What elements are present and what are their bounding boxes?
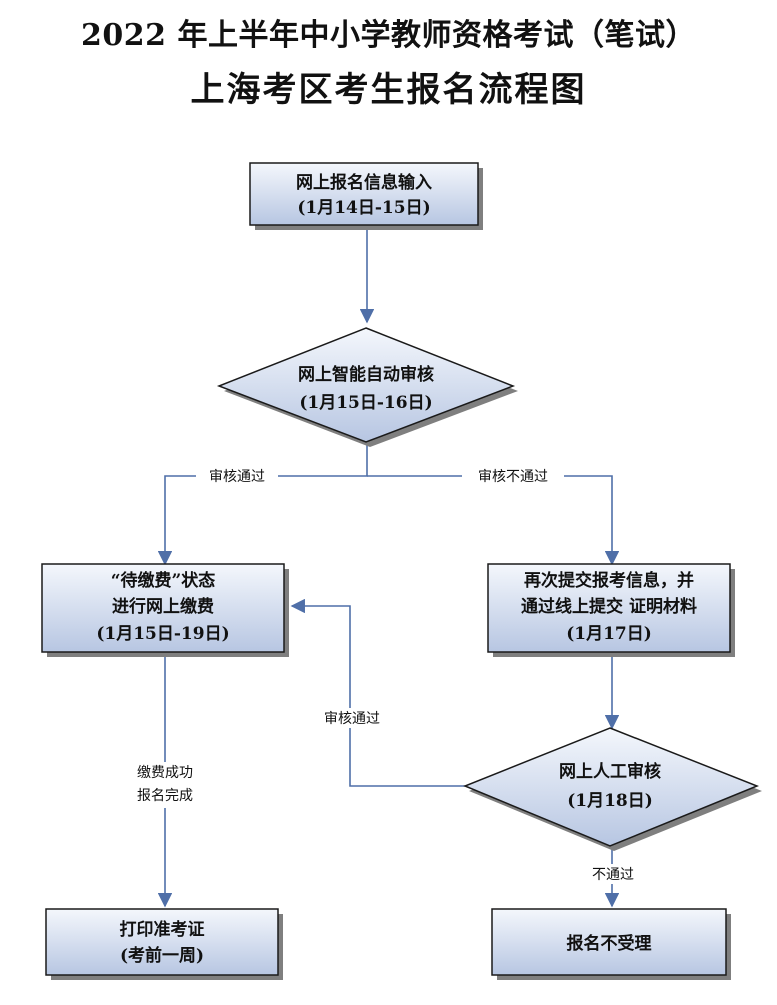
edge-label-auto-fail: 审核不通过 — [478, 469, 548, 485]
edge-label-manual-pass: 审核通过 — [324, 711, 380, 727]
edge-auto-review-split — [157, 442, 368, 566]
node-manual-review-title: 网上人工审核 — [559, 761, 661, 782]
node-print-admission-title: 打印准考证 — [120, 919, 205, 940]
node-pending-payment-status: “待缴费”状态 — [111, 570, 216, 591]
node-resubmit-line-1: 再次提交报考信息，并 — [524, 570, 694, 591]
node-resubmit-date: (1月17日) — [566, 624, 652, 644]
node-online-input-title: 网上报名信息输入 — [296, 172, 432, 193]
node-resubmit-line-2: 通过线上提交 证明材料 — [521, 596, 697, 617]
node-rejected: 报名不受理 — [491, 908, 731, 980]
node-online-input: 网上报名信息输入 (1月14日-15日) — [249, 162, 483, 230]
diagram-title-line-1: 2022 年上半年中小学教师资格考试（笔试） — [81, 18, 696, 53]
node-manual-review-date: (1月18日) — [567, 791, 653, 811]
node-pending-payment: “待缴费”状态 进行网上缴费 (1月15日-19日) — [41, 563, 289, 657]
node-auto-review-title: 网上智能自动审核 — [298, 364, 434, 385]
node-pending-payment-action: 进行网上缴费 — [112, 596, 214, 617]
node-online-input-date: (1月14日-15日) — [297, 198, 430, 218]
edge-label-auto-pass: 审核通过 — [209, 469, 265, 485]
node-auto-review-date: (1月15日-16日) — [299, 393, 432, 413]
diagram-title-line-2: 上海考区考生报名流程图 — [190, 70, 587, 110]
edge-label-manual-fail: 不通过 — [592, 867, 634, 883]
edge-label-registration-complete: 报名完成 — [137, 788, 193, 804]
node-pending-payment-date: (1月15日-19日) — [96, 624, 229, 644]
node-resubmit: 再次提交报考信息，并 通过线上提交 证明材料 (1月17日) — [487, 563, 735, 657]
node-rejected-title: 报名不受理 — [567, 933, 652, 954]
edge-label-payment-success: 缴费成功 — [137, 765, 193, 781]
node-print-admission-timing: (考前一周) — [120, 945, 204, 966]
edge-manual-pass-to-payment — [290, 598, 465, 787]
node-auto-review: 网上智能自动审核 (1月15日-16日) — [216, 327, 518, 447]
node-print-admission: 打印准考证 (考前一周) — [45, 908, 283, 980]
edge-auto-review-fail — [367, 475, 620, 566]
node-manual-review: 网上人工审核 (1月18日) — [463, 727, 762, 851]
